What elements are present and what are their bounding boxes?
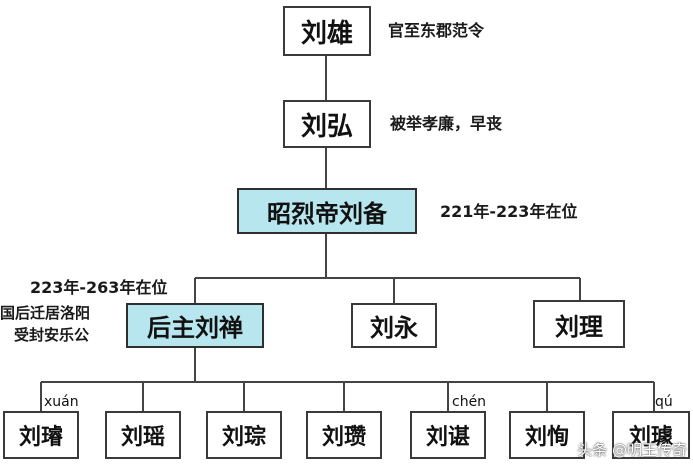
person-name: 刘璩 bbox=[628, 424, 673, 450]
person-name: 刘瓒 bbox=[321, 424, 366, 450]
person-name: 刘理 bbox=[555, 311, 603, 341]
person-liu-yao: 刘瑶 bbox=[105, 411, 181, 459]
person-name: 刘雄 bbox=[300, 18, 353, 49]
person-liu-xun: 刘恂 bbox=[509, 411, 585, 459]
person-note: 官至东郡范令 bbox=[388, 21, 485, 40]
person-liu-chen: 刘谌 bbox=[410, 411, 486, 459]
person-name: 刘恂 bbox=[524, 424, 569, 450]
person-note-line: 受封安乐公 bbox=[14, 326, 90, 344]
person-liu-li: 刘理 bbox=[533, 300, 625, 348]
person-name: 刘琮 bbox=[221, 424, 266, 450]
person-liu-xuan: 刘璿 bbox=[3, 411, 79, 459]
person-liu-zan: 刘瓒 bbox=[306, 411, 382, 459]
person-name: 昭烈帝刘备 bbox=[267, 198, 387, 228]
pinyin-label: chén bbox=[452, 394, 487, 410]
watermark: 头条 @明王传奇 bbox=[577, 441, 687, 459]
reign-note: 221年-223年在位 bbox=[440, 202, 578, 221]
pinyin-label: xuán bbox=[44, 394, 79, 410]
person-liu-shan: 后主刘禅 bbox=[126, 303, 264, 348]
person-liu-yong: 刘永 bbox=[351, 303, 437, 348]
person-liu-bei: 昭烈帝刘备 bbox=[237, 188, 417, 234]
person-note: 被举孝廉，早丧 bbox=[390, 114, 503, 133]
person-liu-xiong: 刘雄 bbox=[283, 6, 371, 56]
person-name: 刘弘 bbox=[300, 111, 353, 142]
reign-note: 223年-263年在位 bbox=[30, 278, 168, 297]
person-liu-cong: 刘琮 bbox=[206, 411, 282, 459]
pinyin-label: qú bbox=[655, 394, 673, 410]
person-name: 刘永 bbox=[370, 313, 418, 342]
person-name: 后主刘禅 bbox=[147, 313, 243, 342]
person-name: 刘璿 bbox=[18, 424, 63, 450]
person-name: 刘瑶 bbox=[120, 424, 165, 450]
person-note-line: 国后迁居洛阳 bbox=[0, 304, 91, 322]
person-liu-hong: 刘弘 bbox=[283, 100, 371, 148]
person-liu-qu: 刘璩 bbox=[612, 411, 690, 459]
person-name: 刘谌 bbox=[425, 424, 470, 450]
